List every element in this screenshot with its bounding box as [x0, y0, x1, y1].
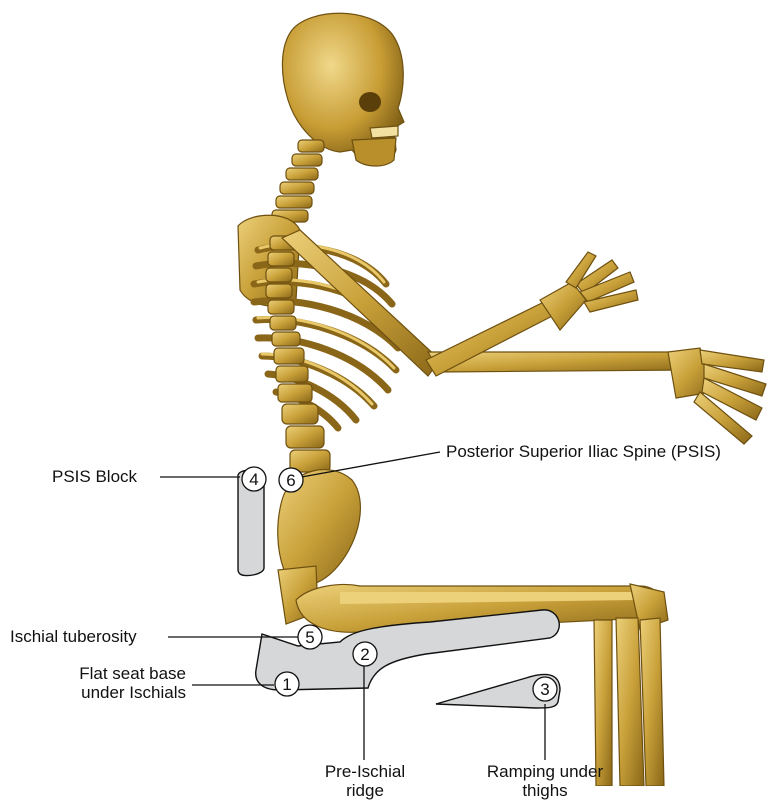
svg-text:5: 5	[305, 628, 314, 647]
cervical-spine	[272, 140, 324, 222]
marker-3: 3	[533, 677, 557, 701]
hand-near	[668, 348, 766, 444]
marker-5: 5	[298, 625, 322, 649]
svg-text:2: 2	[360, 645, 369, 664]
label-flat-seat: Flat seat base under Ischials	[60, 664, 186, 702]
svg-text:1: 1	[282, 675, 291, 694]
label-pre-ischial-line1: Pre-Ischial	[300, 762, 430, 781]
svg-text:4: 4	[249, 470, 258, 489]
label-psis: Posterior Superior Iliac Spine (PSIS)	[446, 442, 721, 461]
label-pre-ischial: Pre-Ischial ridge	[300, 762, 430, 800]
label-psis-block: PSIS Block	[52, 467, 137, 486]
marker-1: 1	[275, 672, 299, 696]
jaw	[352, 138, 396, 166]
marker-6: 6	[279, 468, 303, 492]
label-flat-seat-line2: under Ischials	[60, 683, 186, 702]
marker-4: 4	[242, 467, 266, 491]
label-flat-seat-line1: Flat seat base	[60, 664, 186, 683]
marker-2: 2	[353, 642, 377, 666]
label-ramping: Ramping under thighs	[470, 762, 620, 800]
eye-socket	[359, 92, 381, 112]
tibia	[616, 618, 644, 786]
hand-far	[540, 252, 638, 330]
svg-text:6: 6	[286, 471, 295, 490]
label-ramping-line1: Ramping under	[470, 762, 620, 781]
label-ischial-tuberosity: Ischial tuberosity	[10, 627, 137, 646]
teeth	[370, 126, 398, 138]
svg-text:3: 3	[540, 680, 549, 699]
label-ramping-line2: thighs	[470, 781, 620, 800]
label-pre-ischial-line2: ridge	[300, 781, 430, 800]
